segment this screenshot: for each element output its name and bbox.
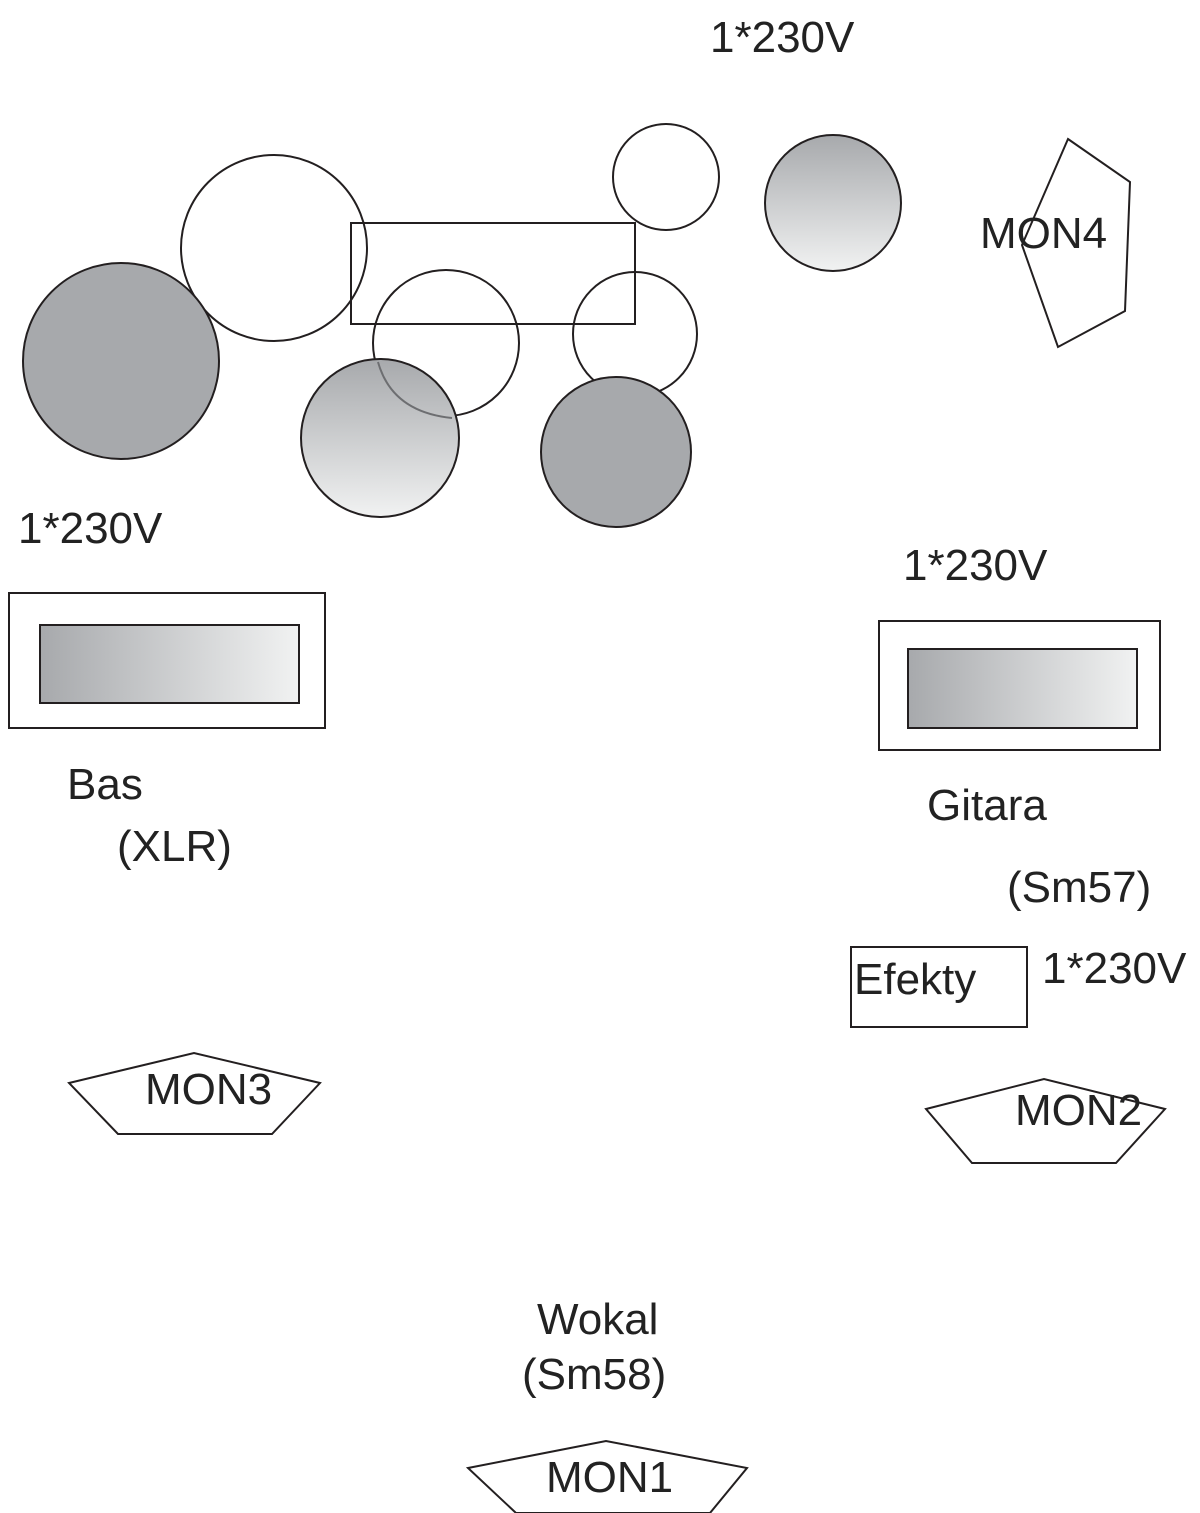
effects-label: Efekty [854, 955, 976, 1004]
power-label-effects: 1*230V [1042, 944, 1187, 993]
vocal-label: Wokal [537, 1295, 658, 1344]
power-label-right: 1*230V [903, 541, 1048, 590]
cymbal-crash [180, 154, 368, 342]
drum-kit [22, 123, 902, 528]
guitar-label: Gitara [927, 781, 1047, 830]
bass-amp-cabinet [8, 592, 326, 729]
monitor-2 [924, 1077, 1167, 1164]
monitor-3 [67, 1051, 322, 1135]
monitor-4 [1020, 137, 1132, 349]
vocal-mic-label: (Sm58) [522, 1350, 666, 1399]
bass-amp-front [39, 624, 300, 704]
kick-drum [540, 376, 692, 528]
power-label-left: 1*230V [18, 504, 163, 553]
monitor-4-label: MON4 [980, 209, 1107, 258]
drum-riser [350, 222, 636, 325]
monitor-1-label: MON1 [546, 1453, 673, 1502]
guitar-amp-front [907, 648, 1138, 729]
guitar-amp-cabinet [878, 620, 1161, 751]
monitor-2-label: MON2 [1015, 1086, 1142, 1135]
bass-input-label: (XLR) [117, 822, 232, 871]
snare-drum [300, 358, 460, 518]
monitor-3-label: MON3 [145, 1065, 272, 1114]
cymbal-ride [764, 134, 902, 272]
effects-box [850, 946, 1028, 1028]
monitor-1 [465, 1439, 749, 1513]
guitar-mic-label: (Sm57) [1007, 863, 1151, 912]
floor-tom [22, 262, 220, 460]
guitar-amp [878, 620, 1161, 751]
bass-label: Bas [67, 760, 143, 809]
tom-1-shadow-arc [377, 361, 453, 419]
bass-amp [8, 592, 326, 729]
power-label-top: 1*230V [710, 13, 855, 62]
hihat [612, 123, 720, 231]
